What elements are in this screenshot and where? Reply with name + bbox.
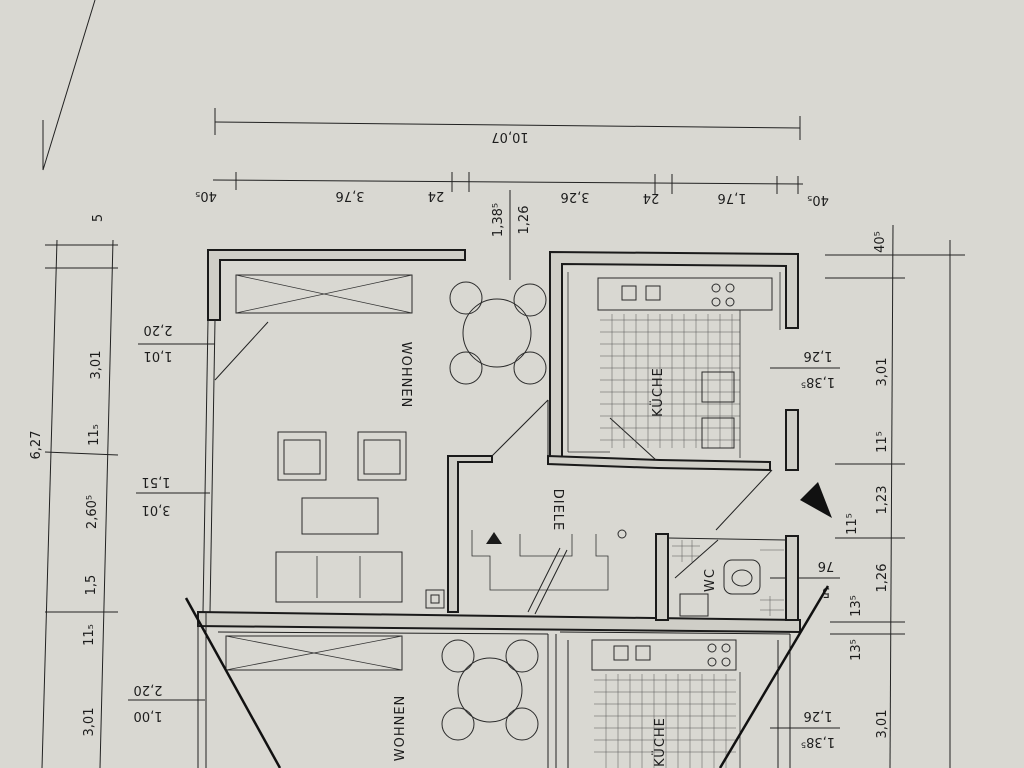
dim-right-4: 1,23 <box>875 486 890 515</box>
dim-left-total: 6,27 <box>29 431 44 460</box>
dim-win-a-top: 2,20 <box>144 322 173 337</box>
dim-top-total: 10,07 <box>491 129 528 144</box>
dim-left-7: 3,01 <box>82 708 97 737</box>
dim-wc-win-top: 76 <box>818 558 835 573</box>
wc-room <box>672 540 784 617</box>
diele-details <box>471 482 832 615</box>
walls-lower <box>217 631 791 768</box>
strike-line-left <box>184 597 282 768</box>
dim-left-2: 3,01 <box>89 351 104 380</box>
dim-top-seg-7: 40₅ <box>807 192 829 207</box>
dim-left-6: 11₅ <box>82 624 97 646</box>
section-marker-icon <box>800 482 832 518</box>
dim-mid-1: 1,38⁵ <box>491 203 506 237</box>
dim-mid-2: 1,26 <box>517 206 532 235</box>
kitchen-lower <box>591 639 741 768</box>
top-dimension-chain: 10,07 40₅ 3,76 24 3,26 24 1,76 40₅ 1,38⁵… <box>195 108 829 280</box>
dim-right-2: 3,01 <box>875 358 890 387</box>
room-label-kueche: KÜCHE <box>649 367 666 417</box>
dim-right-3: 11⁵ <box>875 431 890 453</box>
room-label-wc: WC <box>703 568 718 592</box>
dim-right-6: 1,26 <box>875 564 890 593</box>
dim-right-1: 40⁵ <box>873 231 888 253</box>
dim-win-b-top: 1,51 <box>142 474 171 489</box>
dim-win-c-bot: 1,00 <box>134 708 163 723</box>
dim-win-c-top: 2,20 <box>134 682 163 697</box>
room-label-kueche-lower: KÜCHE <box>651 717 668 767</box>
dim-kitchen2-win-bot: 1,38⁵ <box>801 734 835 749</box>
dim-top-seg-4: 3,26 <box>561 189 590 204</box>
strike-line-right <box>718 585 830 768</box>
walls-upper <box>197 249 801 768</box>
dim-left-5: 1,5 <box>84 575 99 596</box>
dim-kitchen-win-bot: 1,38⁵ <box>801 374 835 389</box>
dim-left-3: 11₅ <box>87 424 102 446</box>
dim-win-b-bot: 3,01 <box>142 502 171 517</box>
arrow-up-icon <box>486 532 502 544</box>
dim-kitchen-win-top: 1,26 <box>804 348 833 363</box>
dim-top-seg-3: 24 <box>428 188 445 203</box>
dim-left-4: 2,60⁵ <box>85 495 100 529</box>
dim-top-seg-2: 3,76 <box>336 188 365 203</box>
dining-table-lower <box>441 639 539 741</box>
dim-win-a-bot: 1,01 <box>144 348 173 363</box>
dim-left-1: 5 <box>91 214 106 222</box>
dim-top-seg-6: 1,76 <box>718 190 747 205</box>
north-arrow-fragment <box>42 0 96 171</box>
kitchen-upper <box>597 277 773 458</box>
room-label-wohnen: WOHNEN <box>398 342 413 409</box>
left-dimension-chain: 6,27 5 3,01 11₅ 2,60⁵ 1,5 11₅ 3,01 2,20 … <box>29 214 215 768</box>
window-living-upper <box>235 274 413 314</box>
room-label-diele: DIELE <box>550 489 565 532</box>
dim-right-8: 13⁵ <box>849 639 864 661</box>
kitchen-tile-grid <box>600 314 740 448</box>
dim-right-7: 13⁵ <box>849 595 864 617</box>
dim-right-9: 3,01 <box>875 710 890 739</box>
dim-top-seg-5: 24 <box>643 190 660 205</box>
dim-kitchen2-win-top: 1,26 <box>804 708 833 723</box>
dim-top-seg-1: 40₅ <box>195 188 217 203</box>
dim-right-5: 11⁵ <box>845 513 860 535</box>
dining-table <box>449 281 547 385</box>
right-dimension-chain: 40⁵ 3,01 11⁵ 1,23 11⁵ 1,26 13⁵ 13⁵ 3,01 … <box>770 224 965 768</box>
living-furniture <box>275 431 445 609</box>
room-label-wohnen-lower: WOHNEN <box>393 695 408 762</box>
